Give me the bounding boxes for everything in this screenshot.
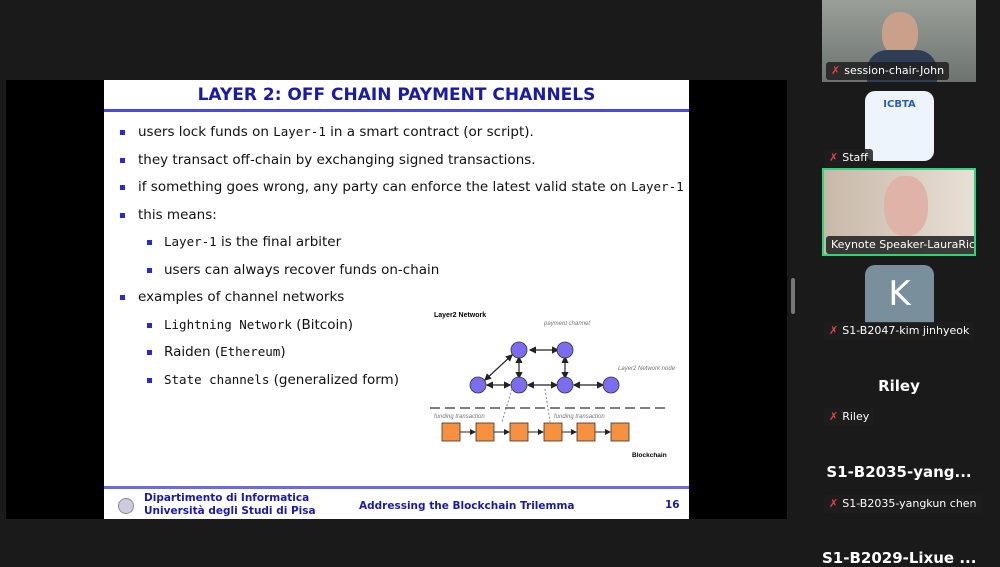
participant-display-name: S1-B2035-yang... xyxy=(826,463,972,481)
layer2-network-diagram: Layer2 Network payment channel Layer2 Ne… xyxy=(430,312,676,459)
channel-edges xyxy=(484,346,605,389)
sub-bullet: Raiden (Ethereum) xyxy=(118,344,684,372)
mic-muted-icon: ✗ xyxy=(831,64,841,77)
slide: LAYER 2: OFF CHAIN PAYMENT CHANNELS user… xyxy=(104,80,689,519)
participant-label: ✗session-chair-John xyxy=(826,62,950,80)
bullet: examples of channel networks xyxy=(118,289,684,317)
participant-label: ✗S1-B2047-kim jinhyeok xyxy=(824,322,975,340)
participant-label: ✗Riley xyxy=(824,408,875,426)
bullet-list: users lock funds on Layer-1 in a smart c… xyxy=(118,124,684,399)
network-nodes xyxy=(469,341,620,394)
participant-label: ✗Staff xyxy=(824,149,873,167)
video-tile-keynote-speaker[interactable]: Keynote Speaker-LauraRicci xyxy=(822,168,976,256)
bullet: if something goes wrong, any party can e… xyxy=(118,179,684,207)
panel-resize-handle[interactable] xyxy=(791,278,795,314)
bullet: users lock funds on Layer-1 in a smart c… xyxy=(118,124,684,152)
university-seal-icon xyxy=(118,498,134,514)
footer-talk-title: Addressing the Blockchain Trilemma xyxy=(359,500,575,512)
node xyxy=(469,376,487,394)
node xyxy=(602,376,620,394)
sub-bullet: State channels (generalized form) xyxy=(118,372,684,400)
diagram-title: Layer2 Network xyxy=(434,312,486,319)
blockchain-label: Blockchain xyxy=(632,452,667,459)
sub-bullet: Layer-1 is the final arbiter xyxy=(118,234,684,262)
participant-label: ✗S1-B2035-yangkun chen xyxy=(824,495,982,513)
slide-title: LAYER 2: OFF CHAIN PAYMENT CHANNELS xyxy=(197,85,596,105)
bullet: they transact off-chain by exchanging si… xyxy=(118,152,684,180)
mic-muted-icon: ✗ xyxy=(829,497,839,510)
video-tile-session-chair[interactable]: ✗session-chair-John xyxy=(822,0,976,82)
blockchain-blocks xyxy=(441,422,630,442)
slide-footer: Dipartimento di Informatica Università d… xyxy=(104,490,689,519)
node xyxy=(556,341,574,359)
bullet: this means: xyxy=(118,207,684,235)
mic-muted-icon: ✗ xyxy=(829,410,839,423)
sub-bullet: users can always recover funds on-chain xyxy=(118,262,684,290)
footer-dept: Dipartimento di Informatica xyxy=(144,492,310,504)
funding-label: funding transaction xyxy=(554,414,605,420)
avatar: K xyxy=(865,265,934,323)
participant-label: Keynote Speaker-LauraRicci xyxy=(826,236,974,254)
participant-display-name: S1-B2029-Lixue ... xyxy=(822,549,977,567)
node xyxy=(556,376,574,394)
node xyxy=(510,341,528,359)
node-label: Layer2 Network node xyxy=(618,366,676,372)
staff-avatar-logo: ICBTA xyxy=(865,91,934,161)
payment-channel-label: payment channel xyxy=(543,321,590,327)
title-divider xyxy=(104,109,689,112)
page-number: 16 xyxy=(665,499,680,511)
mic-muted-icon: ✗ xyxy=(829,324,839,337)
sub-bullet: Lightning Network (Bitcoin) xyxy=(118,317,684,345)
footer-divider xyxy=(104,486,689,489)
participant-display-name: Riley xyxy=(878,377,920,395)
node xyxy=(510,376,528,394)
footer-university: Università degli Studi di Pisa xyxy=(144,505,316,517)
funding-label: funding transaction xyxy=(434,414,485,420)
mic-muted-icon: ✗ xyxy=(829,151,839,164)
